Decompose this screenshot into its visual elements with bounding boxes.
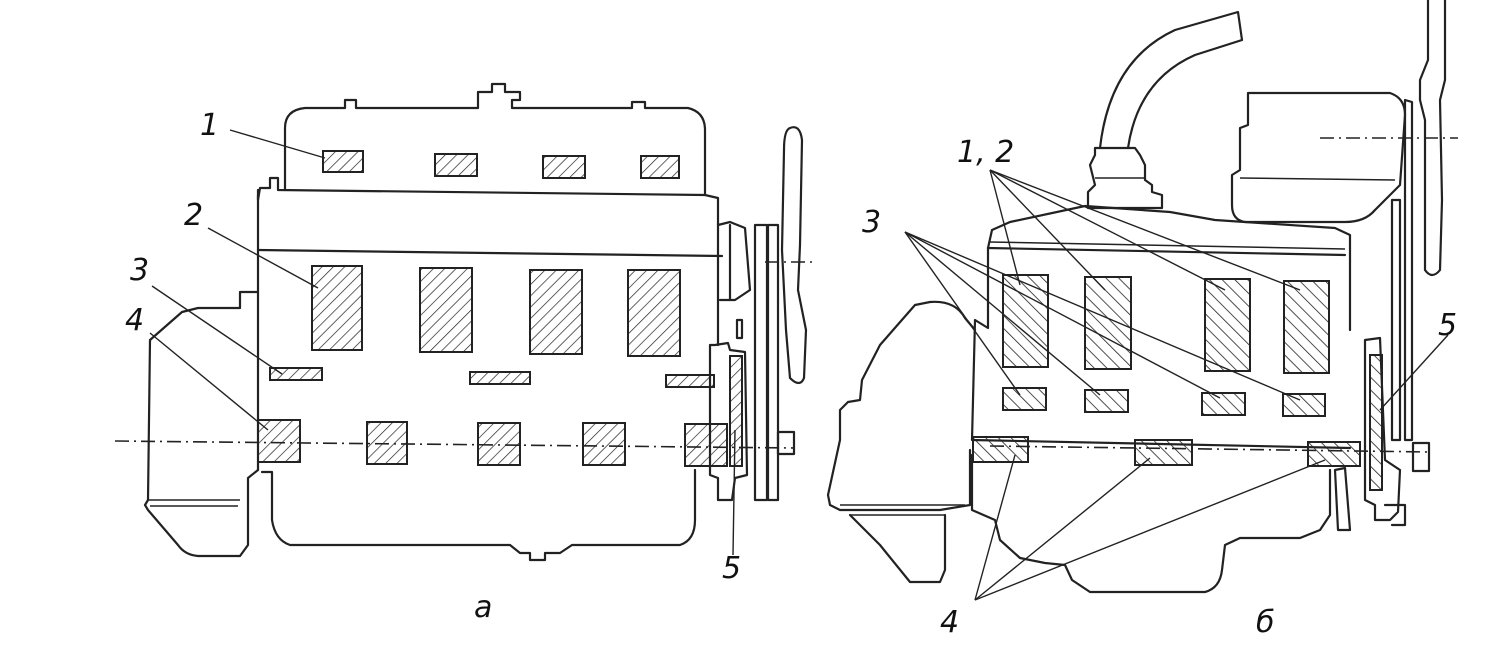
intake-pipe [1098, 10, 1244, 150]
cylinder-head [256, 176, 720, 227]
view-b: 1, 2 3 4 5 б [826, 0, 1458, 640]
label-a-5: 5 [722, 551, 741, 586]
label-b-3: 3 [862, 205, 881, 240]
cylinder-head-b [986, 204, 1352, 332]
air-filter [1230, 91, 1407, 224]
bell-housing-b [826, 300, 977, 512]
label-a-4: 4 [125, 303, 144, 338]
label-b-1-2: 1, 2 [957, 135, 1014, 170]
view-a: 1 2 3 4 5 a [114, 82, 815, 625]
caption-b: б [1256, 605, 1275, 640]
fan-blade [780, 126, 808, 385]
label-a-2: 2 [184, 198, 203, 233]
head-gasket-line [256, 248, 724, 258]
label-a-1: 1 [200, 108, 219, 143]
label-b-5: 5 [1438, 308, 1457, 343]
label-a-3: 3 [130, 253, 149, 288]
caption-a: a [474, 590, 492, 625]
crankshaft-axis [114, 440, 796, 449]
fan-blade-b [1418, 0, 1447, 277]
valve-cover [283, 82, 707, 197]
timing-cover [716, 220, 752, 302]
oil-pan [260, 468, 697, 562]
label-b-4: 4 [940, 605, 959, 640]
bell-housing [143, 290, 260, 558]
oil-pan-b [970, 453, 1332, 594]
